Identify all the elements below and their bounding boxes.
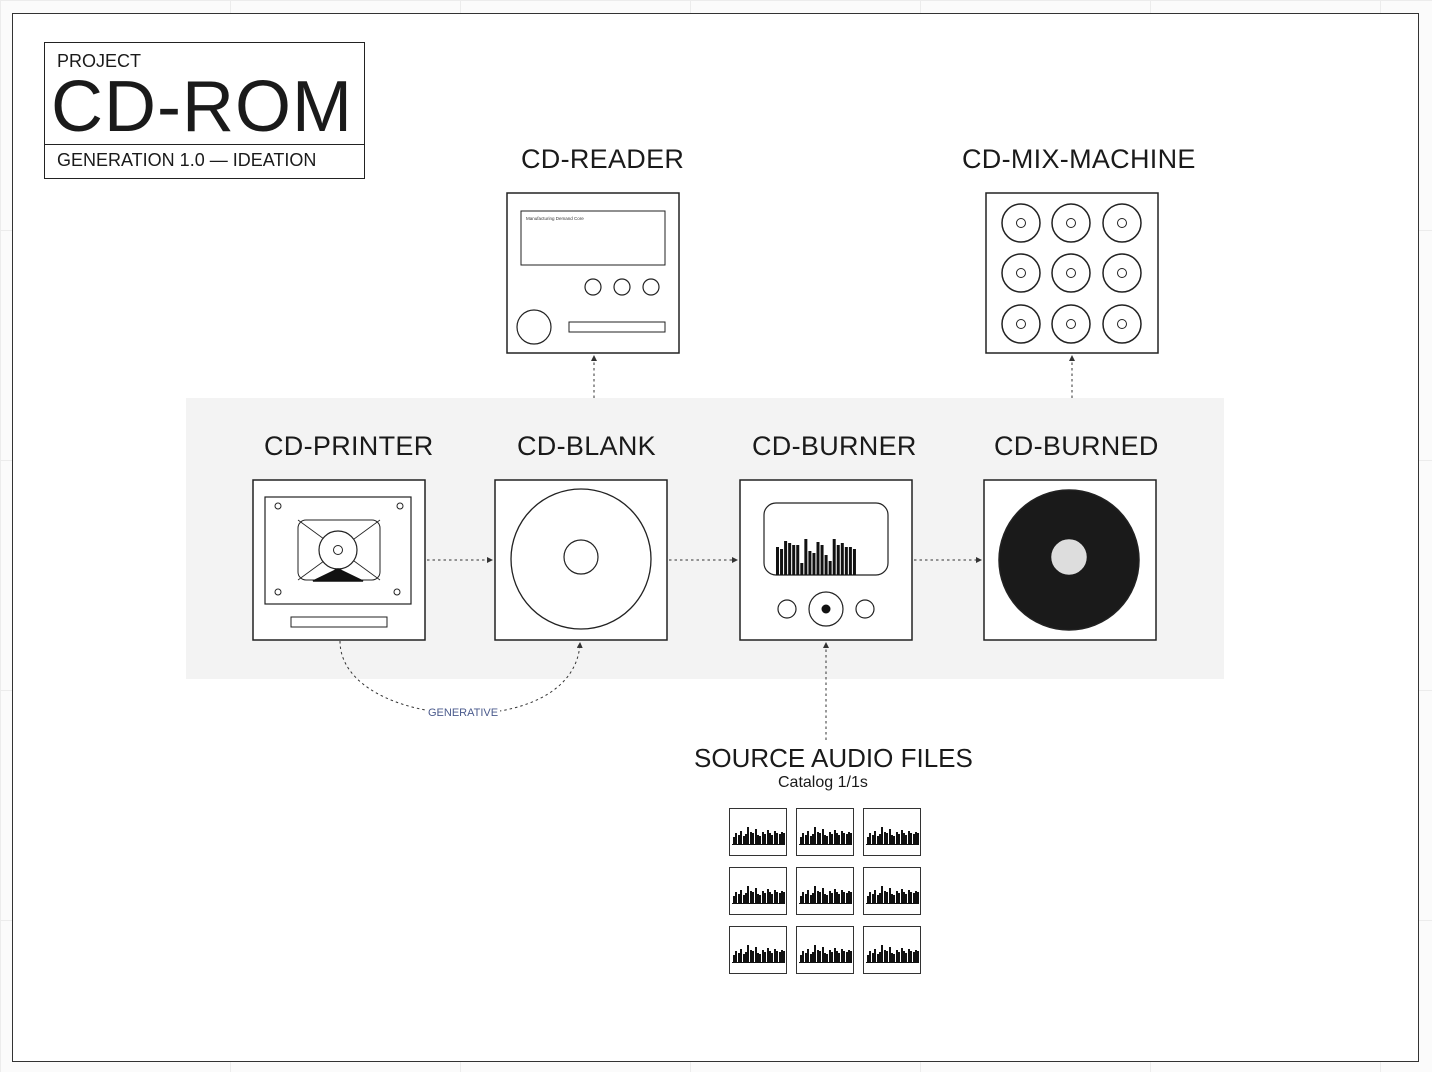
- burner-wave-bar: [845, 547, 848, 575]
- burner-wave-bar: [837, 545, 840, 575]
- source-audio-tiles: [729, 808, 929, 978]
- tile-baseline: [799, 844, 851, 845]
- generative-arc: [340, 641, 580, 714]
- cd-mix-machine-device[interactable]: [986, 193, 1158, 353]
- burner-wave-bar: [812, 553, 815, 575]
- tile-baseline: [866, 844, 918, 845]
- cd-burned-device[interactable]: [984, 480, 1156, 640]
- tile-baseline: [799, 962, 851, 963]
- burner-wave-bar: [825, 555, 828, 575]
- burner-wave-bar: [788, 543, 791, 575]
- tile-baseline: [732, 903, 784, 904]
- printer-disc-icon: [319, 531, 357, 569]
- audio-file-tile[interactable]: [796, 808, 854, 856]
- burner-wave-bar: [849, 547, 852, 575]
- burner-wave-bar: [833, 539, 836, 575]
- reader-screen-text: Manufacturing Demand Core: [526, 216, 584, 221]
- audio-file-tile[interactable]: [863, 926, 921, 974]
- tile-baseline: [866, 962, 918, 963]
- source-subtitle: Catalog 1/1s: [778, 774, 868, 792]
- burner-wave-bar: [796, 545, 799, 575]
- burner-wave-bar: [804, 539, 807, 575]
- audio-file-tile[interactable]: [796, 926, 854, 974]
- tile-baseline: [732, 962, 784, 963]
- audio-file-tile[interactable]: [796, 867, 854, 915]
- tile-baseline: [799, 903, 851, 904]
- audio-file-tile[interactable]: [729, 867, 787, 915]
- burner-wave-bar: [780, 549, 783, 575]
- audio-file-tile[interactable]: [729, 808, 787, 856]
- tile-baseline: [732, 844, 784, 845]
- tile-baseline: [866, 903, 918, 904]
- cd-burner-device[interactable]: [740, 480, 912, 640]
- audio-file-tile[interactable]: [863, 867, 921, 915]
- burner-wave-bar: [800, 563, 803, 575]
- burner-wave-bar: [784, 541, 787, 575]
- cd-blank-device[interactable]: [495, 480, 667, 640]
- burner-wave-bar: [829, 561, 832, 575]
- burner-wave-bar: [792, 545, 795, 575]
- burner-wave-bar: [776, 547, 779, 575]
- generative-label: GENERATIVE: [426, 707, 500, 719]
- source-title: SOURCE AUDIO FILES: [694, 743, 973, 774]
- cd-printer-device[interactable]: [253, 480, 425, 640]
- burner-wave-bar: [821, 545, 824, 575]
- burner-wave-bar: [808, 551, 811, 575]
- connectors: [340, 356, 1072, 740]
- burner-wave-bar: [841, 543, 844, 575]
- burner-wave-bar: [817, 542, 820, 575]
- burner-wave-bar: [853, 549, 856, 575]
- audio-file-tile[interactable]: [863, 808, 921, 856]
- audio-file-tile[interactable]: [729, 926, 787, 974]
